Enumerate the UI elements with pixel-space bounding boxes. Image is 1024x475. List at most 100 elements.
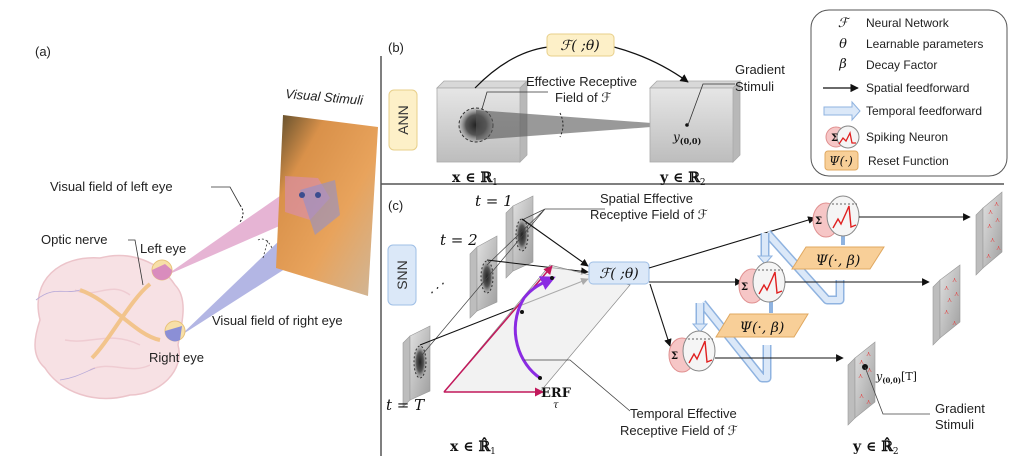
svg-text:⋏: ⋏ [952, 319, 957, 327]
legend-label-decay-factor: Decay Factor [866, 58, 937, 72]
snn-input-plate-t1 [505, 195, 534, 279]
ann-function-box [546, 33, 615, 57]
svg-text:Σ: Σ [741, 282, 748, 293]
panel-b-label: (b) [388, 40, 404, 55]
visual-stimuli-image [276, 115, 378, 296]
erf-tau-label: ERF [541, 386, 572, 401]
svg-text:⋏: ⋏ [952, 276, 957, 284]
reset-fn-label-2: Ψ(·, β) [740, 320, 785, 336]
ann-tag [388, 89, 418, 151]
legend-label-learnable-params: Learnable parameters [866, 37, 983, 51]
legend-symbol-beta: β [838, 57, 847, 72]
svg-text:⋏: ⋏ [947, 296, 952, 304]
panel-c-label: (c) [388, 198, 403, 213]
optic-chiasm-left [90, 282, 152, 360]
temporal-feedforward-2 [699, 301, 770, 381]
legend-symbol-f: ℱ [838, 16, 851, 31]
optic-nerve-label: Optic nerve [41, 232, 107, 247]
svg-text:⋏: ⋏ [867, 366, 872, 374]
erf-tau-sub: τ [553, 400, 559, 411]
snn-arrow-to-neuron-3 [649, 283, 672, 347]
legend-label-temporal: Temporal feedforward [866, 104, 982, 118]
legend-hollow-arrow-icon [823, 100, 861, 122]
right-eye-label: Right eye [149, 350, 204, 365]
snn-t1-label: t = 1 [475, 192, 513, 210]
leader-right-field [257, 238, 273, 259]
svg-text:⋏: ⋏ [995, 216, 1000, 224]
snn-output-space: y ∈ ℝ̂2 [852, 435, 899, 457]
snn-input-arrow-t1 [521, 218, 589, 267]
ann-forward-arrow-in [474, 46, 549, 89]
ann-erf-label-line1: Effective Receptive [526, 74, 637, 89]
spatial-erf-label-line1: Spatial Effective [600, 191, 693, 206]
ann-tag-label: ANN [395, 105, 411, 135]
snn-tag [387, 244, 417, 306]
snn-t2-label: t = 2 [440, 231, 478, 249]
snn-arrow-to-neuron-1 [648, 216, 816, 269]
snn-function-box [588, 261, 650, 285]
svg-text:⋏: ⋏ [866, 398, 871, 406]
ann-forward-arrow-out [613, 46, 689, 83]
snn-tT-label: t = T [386, 396, 425, 414]
leader-left-field [211, 186, 241, 206]
erf-curve [513, 276, 556, 380]
brain-illustration [34, 254, 184, 400]
ann-function-label: ℱ( ;θ) [560, 38, 600, 54]
legend-spiking-neuron-icon: Σ [825, 125, 860, 149]
reset-fn-box-2 [715, 313, 809, 338]
svg-text:⋏: ⋏ [954, 290, 959, 298]
panel-a: (a) Visual Stimuli [34, 44, 378, 400]
snn-time-ellipsis: ⋰ [430, 281, 444, 296]
snn-gradient-leader [864, 366, 930, 415]
reset-fn-box-1 [791, 246, 885, 270]
left-eye-label: Left eye [140, 241, 186, 256]
svg-text:⋏: ⋏ [944, 284, 949, 292]
snn-gradient-label-line1: Gradient [935, 401, 985, 416]
ann-erf-label-line2: Field of ℱ [555, 90, 611, 105]
visual-stimuli-label: Visual Stimuli [285, 86, 365, 108]
panel-a-label: (a) [35, 44, 51, 59]
legend-label-spatial: Spatial feedforward [866, 81, 969, 95]
ann-receptive-cone [476, 110, 678, 140]
ann-gradient-label-line1: Gradient [735, 62, 785, 77]
snn-input-space: x ∈ ℝ̂1 [450, 435, 496, 457]
left-eye [151, 259, 173, 281]
ann-output-point-label: y(0,0) [672, 130, 701, 146]
legend-symbol-reset: Ψ(·) [829, 154, 853, 168]
legend-label-spiking-neuron: Spiking Neuron [866, 130, 948, 144]
svg-text:⋏: ⋏ [986, 252, 991, 260]
svg-text:Σ: Σ [671, 351, 678, 362]
temporal-arrowhead-2 [691, 323, 709, 333]
snn-input-plate-tT [402, 325, 431, 408]
right-visual-field-label: Visual field of right eye [212, 313, 343, 328]
svg-text:⋏: ⋏ [859, 392, 864, 400]
legend: ℱ Neural Network θ Learnable parameters … [810, 9, 1008, 177]
snn-output-point-label: y(0,0)[T] [875, 370, 917, 385]
ann-output-space: y ∈ ℝ2 [659, 170, 706, 188]
svg-text:⋏: ⋏ [858, 372, 863, 380]
snn-input-plate-t2 [469, 235, 498, 319]
reset-fn-label-1: Ψ(·, β) [816, 253, 861, 269]
legend-label-reset-fn: Reset Function [868, 154, 949, 168]
panel-b: (b) ANN y(0,0) ℱ( ;θ) Effective Recep [388, 33, 785, 188]
ann-input-space: x ∈ ℝ1 [452, 170, 498, 188]
legend-symbol-theta: θ [839, 37, 847, 52]
svg-text:⋏: ⋏ [996, 244, 1001, 252]
svg-text:⋏: ⋏ [990, 236, 995, 244]
svg-text:⋏: ⋏ [944, 308, 949, 316]
panel-c: (c) SNN t = 1 t = 2 t = T ⋰ Spatial Effe… [386, 191, 1003, 457]
snn-function-label: ℱ( ;θ) [599, 266, 639, 282]
svg-text:⋏: ⋏ [987, 222, 992, 230]
leader-optic-nerve [128, 239, 144, 286]
svg-text:⋏: ⋏ [866, 350, 871, 358]
snn-output-plate-1: ⋏⋏⋏⋏⋏⋏⋏ [975, 191, 1003, 276]
legend-reset-fn-box [824, 150, 859, 171]
snn-gradient-label-line2: Stimuli [935, 417, 974, 432]
temporal-erf-label-line1: Temporal Effective [630, 406, 737, 421]
spiking-neuron-3: Σ [668, 330, 716, 373]
snn-output-plate-2: ⋏⋏⋏⋏⋏⋏ [932, 264, 961, 346]
snn-input-arrow-t2 [486, 259, 589, 276]
ann-output-tensor [649, 80, 741, 163]
legend-label-neural-network: Neural Network [866, 16, 950, 30]
